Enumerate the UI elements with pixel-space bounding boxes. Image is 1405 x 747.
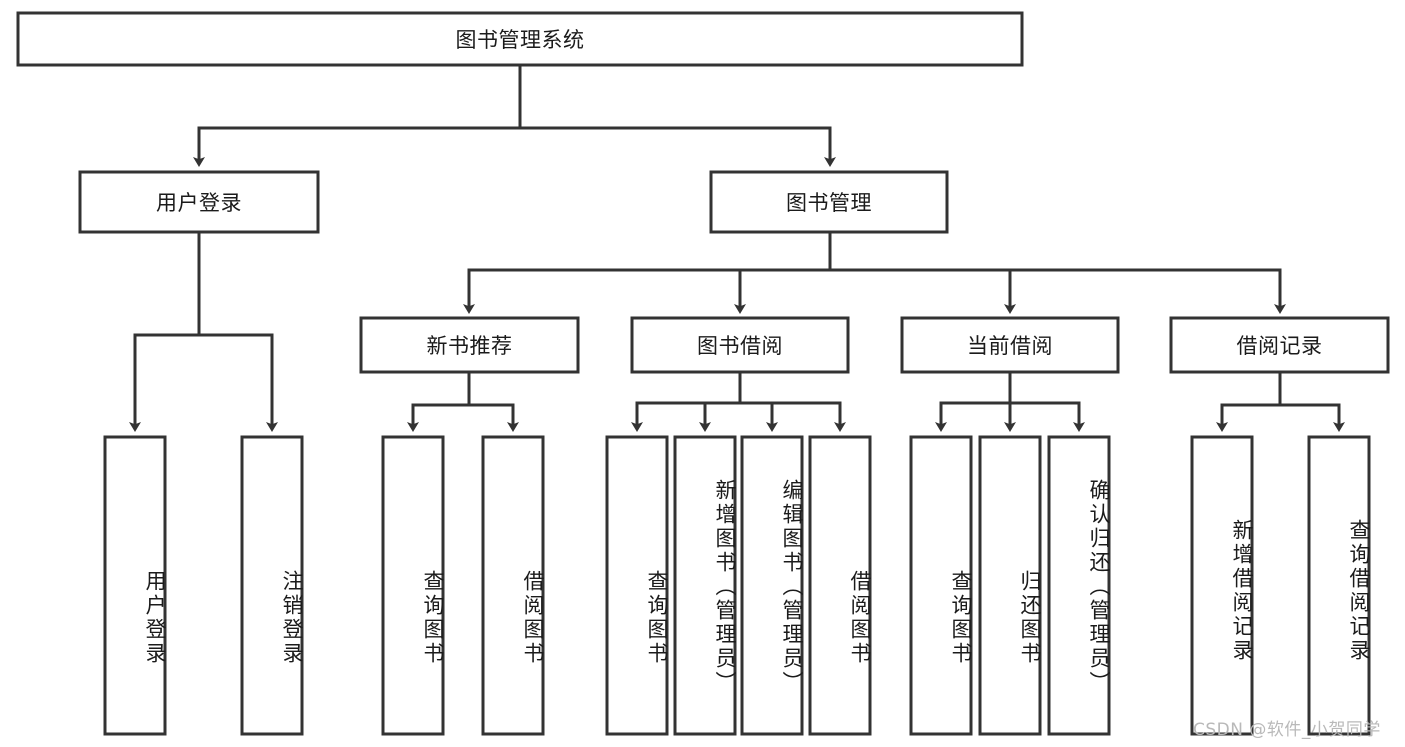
node-box-book-management[interactable] <box>709 170 949 234</box>
leaf-box-edit-book-admin[interactable] <box>740 435 804 736</box>
leaf-box-add-borrow-record[interactable] <box>1190 435 1254 736</box>
node-box-current-borrow[interactable] <box>900 316 1120 374</box>
node-box-book-borrow[interactable] <box>630 316 850 374</box>
csdn-watermark: CSDN @软件_小贺同学 <box>1193 720 1381 740</box>
leaf-box-confirm-return-admin[interactable] <box>1047 435 1111 736</box>
leaf-box-logout[interactable] <box>240 435 304 736</box>
leaf-box-query-books-new[interactable] <box>381 435 445 736</box>
node-box-user-login[interactable] <box>78 170 320 234</box>
node-box-root[interactable] <box>16 11 1024 67</box>
leaf-box-user-login[interactable] <box>103 435 167 736</box>
leaf-box-query-books-borrow[interactable] <box>605 435 669 736</box>
leaf-box-borrow-books-new[interactable] <box>481 435 545 736</box>
leaf-box-borrow-books[interactable] <box>808 435 872 736</box>
leaf-box-add-book-admin[interactable] <box>673 435 737 736</box>
node-box-new-book-recommend[interactable] <box>359 316 580 374</box>
leaf-box-return-books[interactable] <box>978 435 1042 736</box>
node-box-borrow-records[interactable] <box>1169 316 1390 374</box>
leaf-box-query-borrow-record[interactable] <box>1307 435 1371 736</box>
leaf-box-query-books-current[interactable] <box>909 435 973 736</box>
